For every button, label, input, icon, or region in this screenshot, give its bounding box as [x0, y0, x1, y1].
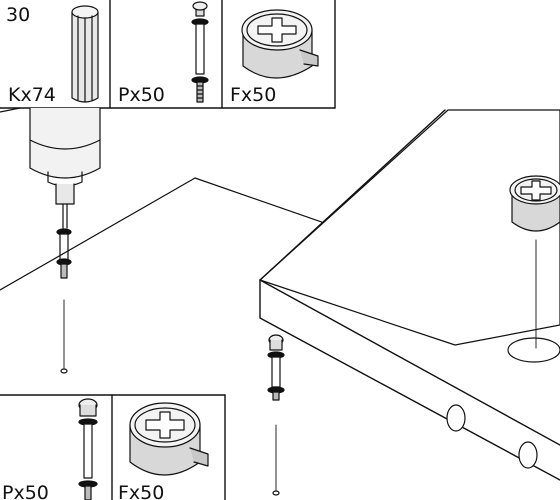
- part-code-cam-bolt: Px50: [118, 84, 165, 106]
- cam-bolt-insert-icon: [267, 334, 285, 496]
- part-code-dowel: Kx74: [8, 84, 56, 106]
- cam-bolt-top-icon: [191, 1, 209, 103]
- part-code-cam-bolt-bottom: Px50: [2, 482, 49, 500]
- part-code-cam-lock: Fx50: [230, 84, 277, 106]
- cam-lock-bottom-icon: [129, 402, 209, 476]
- main-panel: [259, 109, 560, 481]
- cam-bolt-in-drill-icon: [56, 228, 72, 374]
- cam-lock-insert-icon: [509, 175, 560, 349]
- dowel-part-icon: [71, 5, 99, 103]
- drill-icon: [29, 107, 101, 229]
- bottom-parts-strip: [0, 394, 226, 500]
- cam-bolt-bottom-icon: [78, 398, 98, 500]
- cam-lock-top-icon: [241, 9, 319, 79]
- step-number: 30: [6, 4, 31, 26]
- part-code-cam-lock-bottom: Fx50: [118, 482, 165, 500]
